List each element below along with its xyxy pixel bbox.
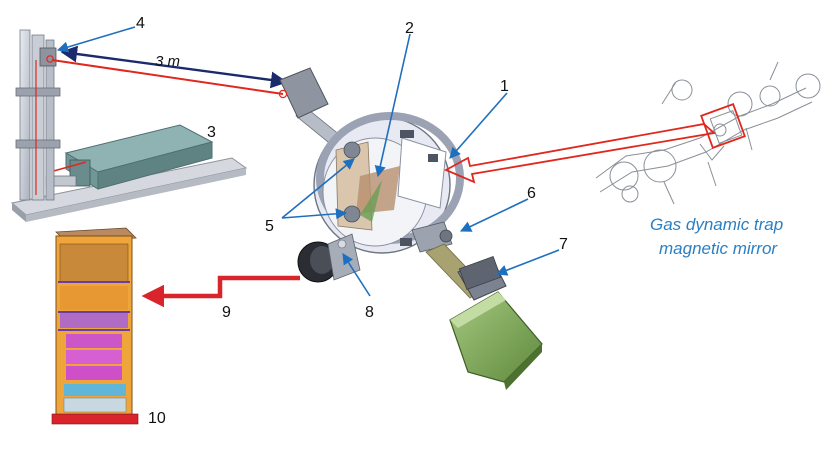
- distance-label: 3 m: [155, 53, 180, 70]
- vacuum-chamber: [313, 112, 464, 254]
- caption-line-2: magnetic mirror: [659, 239, 778, 258]
- signal-cable: [141, 275, 300, 308]
- mirror-highlight-box: [700, 103, 746, 149]
- detector-box-green: [449, 291, 543, 390]
- callout-3: 3: [207, 124, 216, 141]
- callout-4: 4: [136, 15, 145, 32]
- gas-dynamic-trap-drawing: [595, 61, 821, 205]
- laser-table: [10, 124, 248, 222]
- callout-9: 9: [222, 304, 231, 321]
- callout-2: 2: [405, 20, 414, 37]
- callout-leaders: [56, 26, 560, 297]
- distance-arrow: [60, 45, 288, 89]
- plasma-flow-arrow: [443, 123, 716, 184]
- caption-line-1: Gas dynamic trap: [650, 215, 783, 234]
- callout-7: 7: [559, 236, 568, 253]
- electronics-rack: [51, 227, 139, 425]
- detector-8: [297, 233, 361, 283]
- detector-tube-7: [425, 243, 507, 301]
- callout-1: 1: [500, 78, 509, 95]
- callout-10: 10: [148, 410, 166, 427]
- callout-8: 8: [365, 304, 374, 321]
- callout-6: 6: [527, 185, 536, 202]
- mirror-tower: [15, 29, 61, 201]
- callout-5: 5: [265, 218, 274, 235]
